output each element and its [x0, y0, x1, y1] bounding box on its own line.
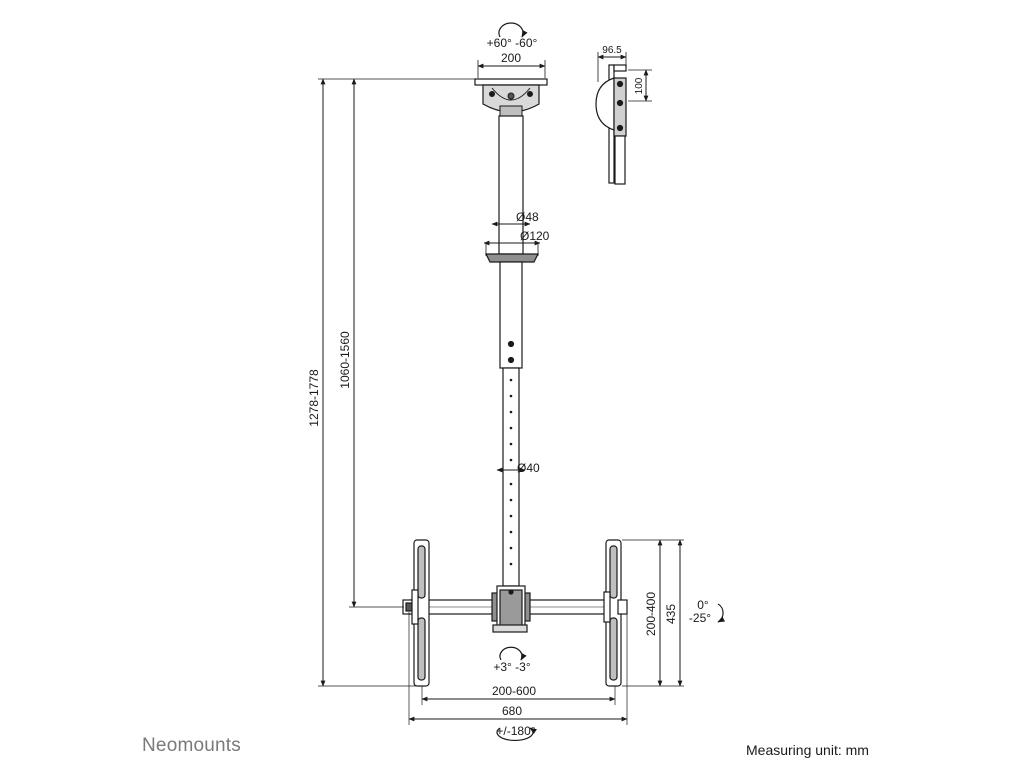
pole-lower-diameter-label: Ø40 — [517, 461, 540, 475]
total-width-label: 680 — [502, 704, 522, 718]
plate-width-label: 200 — [501, 51, 521, 65]
bracket-depth-label: 96.5 — [602, 45, 622, 56]
center-clamp — [491, 585, 531, 633]
rotation-arc-icon — [496, 727, 537, 742]
total-height-dimension — [318, 78, 480, 687]
lower-pole — [502, 367, 520, 587]
tilt-neg-label: -25° — [689, 611, 711, 625]
vesa-horizontal-dimension — [421, 686, 616, 705]
ceiling-plate — [474, 78, 548, 117]
collar — [485, 253, 539, 263]
total-height-label: 1278-1778 — [307, 369, 321, 427]
pole-height-label: 1060-1560 — [338, 331, 352, 389]
pole-height-dimension — [349, 78, 404, 608]
plate-width-dimension — [477, 60, 546, 78]
roll-label: +3° -3° — [493, 660, 530, 674]
plate-height-label: 435 — [664, 604, 678, 624]
measuring-unit-note: Measuring unit: mm — [746, 742, 869, 758]
roll-arc-icon — [499, 646, 527, 661]
tilt-label: 0° — [697, 598, 709, 612]
middle-pole — [499, 261, 523, 369]
right-screen-bracket — [603, 539, 628, 687]
upper-pole — [498, 115, 524, 255]
brand-logo: Neomounts — [142, 735, 241, 756]
collar-diameter-label: Ø120 — [520, 229, 550, 243]
top-swivel-arc-icon — [498, 22, 528, 38]
pole-upper-diameter-label: Ø48 — [516, 210, 539, 224]
vesa-vertical-label: 200-400 — [644, 592, 658, 636]
tilt-arc-icon — [717, 603, 726, 623]
bracket-height-label: 100 — [634, 77, 645, 94]
bracket-depth-dimension — [597, 52, 627, 82]
total-width-dimension — [408, 612, 628, 725]
vesa-vertical-dimension — [622, 539, 684, 687]
lower-pole-holes — [509, 378, 513, 566]
bracket-height-dimension — [628, 69, 652, 102]
top-swivel-label: +60° -60° — [487, 36, 538, 50]
rotation-label: +/-180° — [496, 724, 535, 738]
side-view-detail — [595, 64, 627, 185]
vesa-horizontal-label: 200-600 — [492, 684, 536, 698]
left-screen-bracket — [402, 539, 430, 687]
